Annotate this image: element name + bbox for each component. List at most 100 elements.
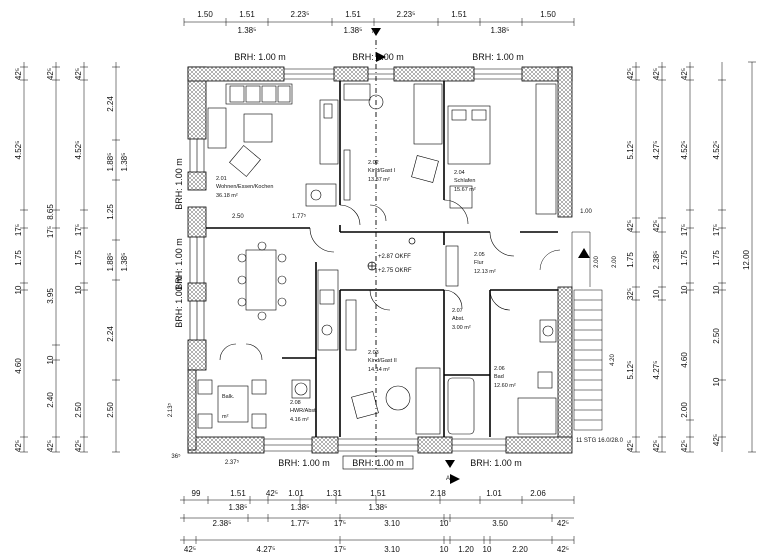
brh-bottom-2: BRH: 1.00 m — [352, 458, 404, 468]
dim-bot2-4: 3.10 — [384, 519, 400, 528]
dim-bot3-1: 42⁵ — [184, 545, 196, 554]
svg-text:3.00 m²: 3.00 m² — [452, 325, 471, 331]
dim-bot3-4: 3.10 — [384, 545, 400, 554]
dim-l4-1: 2.24 — [106, 96, 115, 112]
svg-text:12.60 m²: 12.60 m² — [494, 383, 516, 389]
brh-labels: BRH: 1.00 m BRH: 1.00 m BRH: 1.00 m BRH:… — [174, 52, 524, 468]
level-marker — [367, 237, 416, 271]
kitchen-unit — [317, 269, 339, 351]
section-mark-top: A — [372, 29, 376, 35]
dim-r1-4: 1.75 — [626, 252, 635, 268]
dim-bot3-5: 10 — [440, 545, 449, 554]
dim-l1-7: 42⁵ — [14, 440, 23, 452]
svg-text:14.14 m²: 14.14 m² — [368, 367, 390, 373]
room-2-01: 2.01 Wohnen/Essen/Kochen 36.18 m² — [216, 176, 273, 199]
svg-text:Schlafen: Schlafen — [454, 178, 475, 184]
dims-left: 42⁵ 4.52⁵ 17⁵ 1.75 10 4.60 42⁵ 42⁵ 8.65 … — [14, 68, 129, 452]
dim-top-sub-2: 1.38⁵ — [344, 26, 363, 35]
washer — [291, 379, 311, 399]
svg-text:2.01: 2.01 — [216, 176, 227, 182]
dim-r1-2: 5.12⁵ — [626, 141, 635, 160]
dim-right-total: 12.00 — [742, 249, 751, 270]
dim-bot1-7: 2.18 — [430, 489, 446, 498]
room-2-07: 2.07 Abst. 3.00 m² — [452, 308, 471, 331]
dim-l2-5: 10 — [46, 355, 55, 364]
brh-left-3: BRH: 1.00 m — [174, 276, 184, 328]
dim-l2-4: 3.95 — [46, 288, 55, 304]
dim-bot1-3: 42⁵ — [266, 489, 278, 498]
brh-top-1: BRH: 1.00 m — [234, 52, 286, 62]
dim-l2-3: 17⁵ — [46, 226, 55, 238]
dim-bot3-6: 1.20 — [458, 545, 474, 554]
svg-text:2.03: 2.03 — [368, 350, 379, 356]
svg-text:Wohnen/Essen/Kochen: Wohnen/Essen/Kochen — [216, 184, 273, 190]
dim-bot1-sub-1: 1.38⁵ — [229, 503, 248, 512]
dim-l1-3: 17⁵ — [14, 224, 23, 236]
dim-top-1: 1.50 — [197, 10, 213, 19]
room-2-02: 2.02 Kind/Gast I 13.87 m² — [368, 160, 396, 183]
dim-bot2-6: 3.50 — [492, 519, 508, 528]
dim-top-7: 1.50 — [540, 10, 556, 19]
dim-r3-3: 17⁵ — [680, 224, 689, 236]
balcony-label: Balk. m² — [222, 394, 235, 420]
brh-bottom-3: BRH: 1.00 m — [470, 458, 522, 468]
dim-l3-5: 10 — [74, 285, 83, 294]
dims-bottom: 99 1.51 42⁵ 1.01 1.31 1.51 2.18 1.01 2.0… — [184, 489, 569, 554]
furniture — [197, 83, 557, 435]
room-2-05: 2.05 Flur 12.13 m² — [474, 252, 496, 275]
interior-walls — [206, 81, 558, 437]
room-2-06: 2.06 Bad 12.60 m² — [494, 366, 516, 389]
bed — [447, 105, 491, 165]
dim-bot2-1: 2.38⁵ — [213, 519, 232, 528]
room-2-03: 2.03 Kind/Gast II 14.14 m² — [368, 350, 397, 373]
dim-r3-6: 4.60 — [680, 352, 689, 368]
balcony-table — [217, 385, 249, 423]
dim-r4-2: 17⁵ — [712, 224, 721, 236]
chair-room4 — [449, 185, 473, 209]
dim-l1-1: 42⁵ — [14, 68, 23, 80]
dim-l3-3: 17⁵ — [74, 224, 83, 236]
dim-l4-2: 1.88⁵ — [106, 153, 115, 172]
dim-l3-4: 1.75 — [74, 250, 83, 266]
svg-text:4.16 m²: 4.16 m² — [290, 417, 309, 423]
dim-bot3-2: 4.27⁵ — [257, 545, 276, 554]
svg-text:Kind/Gast I: Kind/Gast I — [368, 168, 396, 174]
dim-l3-1: 42⁵ — [74, 68, 83, 80]
armchair-round — [229, 145, 261, 177]
dim-l2-7: 42⁵ — [46, 440, 55, 452]
dim-misc-1: 1.00 — [580, 209, 592, 215]
toilet — [537, 371, 553, 389]
svg-text:12.13 m²: 12.13 m² — [474, 269, 496, 275]
dim-r3-1: 42⁵ — [680, 68, 689, 80]
svg-text:Kind/Gast II: Kind/Gast II — [368, 358, 397, 364]
dim-top-sub-1: 1.38⁵ — [238, 26, 257, 35]
dims-misc: 1.00 2.00 4.20 2.13⁵ 36⁵ 2.37⁵ 2.00 — [167, 209, 618, 466]
dim-r1-3: 42⁵ — [626, 220, 635, 232]
dim-l4-sub-2: 1.38⁵ — [120, 253, 129, 272]
svg-text:2.04: 2.04 — [454, 170, 465, 176]
level-texts: +2.87 OKFF +2.75 OKRF 2.50 1.77⁵ 11 STG … — [232, 29, 624, 482]
dim-r2-6: 4.27⁵ — [652, 361, 661, 380]
svg-text:Bad: Bad — [494, 374, 504, 380]
dim-l1-6: 4.60 — [14, 358, 23, 374]
dims-right: 42⁵ 5.12⁵ 42⁵ 1.75 32⁵ 5.12⁵ 42⁵ 42⁵ 4.2… — [626, 68, 751, 452]
dim-bot1-2: 1.51 — [230, 489, 246, 498]
svg-text:15.67 m²: 15.67 m² — [454, 187, 476, 193]
wardrobe-room4 — [535, 83, 557, 215]
brh-bottom-1: BRH: 1.00 m — [278, 458, 330, 468]
dim-l1-4: 1.75 — [14, 250, 23, 266]
dim-top-5: 2.23⁵ — [397, 10, 416, 19]
dim-r2-1: 42⁵ — [652, 68, 661, 80]
chair-room3 — [351, 391, 379, 419]
dim-top-4: 1.51 — [345, 10, 361, 19]
section-markers — [371, 28, 460, 484]
shower — [517, 397, 557, 435]
svg-text:HWR/Abst.: HWR/Abst. — [290, 408, 318, 414]
dim-bot3-7: 10 — [483, 545, 492, 554]
dim-r2-3: 42⁵ — [652, 220, 661, 232]
dim-r4-6: 10 — [712, 377, 721, 386]
dim-r2-5: 10 — [652, 289, 661, 298]
room-labels: 2.01 Wohnen/Essen/Kochen 36.18 m² 2.02 K… — [216, 160, 516, 423]
dim-r1-5: 32⁵ — [626, 288, 635, 300]
desk-room3 — [345, 299, 357, 351]
